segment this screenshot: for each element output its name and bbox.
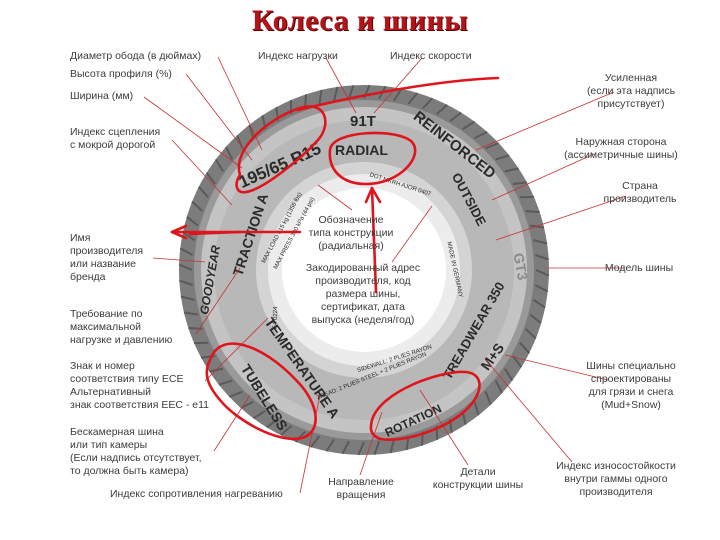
tread-block: [309, 435, 321, 448]
temperature-circle: [205, 342, 317, 441]
tread-block: [535, 254, 550, 261]
tire: [178, 84, 550, 456]
tread-block: [294, 430, 306, 443]
tread-block: [178, 279, 193, 286]
tread-block: [449, 111, 462, 122]
tread-block: [407, 92, 419, 105]
brand-arrow-extra: [188, 230, 242, 236]
label-reinforced: Усиленная (если эта надпись присутствует…: [586, 72, 676, 110]
tread-block: [504, 167, 519, 173]
label-tubeless: Бескамерная шина или тип камеры (Если на…: [70, 426, 202, 477]
tread-block: [191, 200, 204, 212]
tread-block: [529, 313, 542, 325]
brand-arrowhead: [170, 224, 188, 240]
tread-block: [485, 142, 500, 150]
leader-lines: [143, 56, 627, 494]
tread-block: [494, 380, 503, 394]
label-ece-approval: Знак и номер соответствия типу ECE Альте…: [70, 360, 209, 411]
label-rotation: Направление вращения: [328, 476, 394, 501]
label-mud-snow: Шины специально спроектированы для грязи…: [586, 360, 676, 411]
label-max-load: Требование по максимальной нагрузке и да…: [70, 308, 173, 346]
tread-block: [179, 247, 194, 256]
tread-block: [474, 131, 488, 140]
label-profile-height: Высота профиля (%): [70, 68, 172, 80]
label-treadwear: Индекс износостойкости внутри гаммы одно…: [556, 460, 676, 498]
size-circle: [235, 105, 327, 194]
label-load-index: Индекс нагрузки: [258, 50, 338, 62]
tread-block: [524, 328, 537, 340]
tread-block: [534, 284, 549, 293]
tread-block: [512, 355, 523, 368]
tread-block: [240, 400, 254, 409]
approval-text: E4 0224: [273, 306, 280, 329]
tread-block: [198, 186, 209, 198]
tread-block: [532, 299, 546, 309]
label-outside: Наружная сторона (ассиметричные шины): [564, 136, 678, 161]
tread-block: [228, 390, 243, 398]
label-wet-traction: Индекс сцепления с мокрой дорогой: [70, 126, 161, 151]
radial-arrowhead: [364, 186, 382, 204]
radial-text: RADIAL: [335, 142, 388, 158]
tread-block: [333, 86, 339, 101]
label-rim-diameter: Диаметр обода (в дюймах): [70, 50, 202, 62]
tread-block: [422, 97, 434, 110]
tread-block: [348, 84, 355, 99]
label-radial: Обозначение типа конструкции (радиальная…: [308, 214, 394, 252]
tread-block: [389, 439, 395, 454]
label-coded-address: Закодированный адрес производителя, код …: [305, 262, 421, 326]
radial-circle: [328, 131, 417, 186]
tread-block: [525, 210, 540, 213]
tread-block: [341, 440, 350, 455]
radial-arrow: [370, 186, 378, 294]
tread-block: [178, 263, 193, 271]
rotation-circle: [369, 370, 481, 441]
label-country: Страна производитель: [603, 180, 677, 205]
tread-block: [248, 124, 255, 139]
model-text: GT3: [511, 252, 532, 282]
tread-block: [512, 181, 528, 185]
label-construction: Детали конструкции шины: [432, 466, 524, 491]
tread-block: [182, 231, 196, 241]
tread-block: [218, 379, 233, 386]
tread-block: [225, 146, 234, 160]
tread-block: [188, 327, 203, 330]
tread-block: [436, 104, 448, 115]
label-width: Ширина (мм): [70, 90, 134, 102]
tread-block: [462, 120, 476, 130]
label-speed-index: Индекс скорости: [390, 50, 472, 62]
tread-block: [214, 158, 224, 172]
tread-block: [484, 391, 492, 406]
tread-block: [357, 441, 365, 456]
tread-block: [183, 311, 199, 316]
red-markup: [170, 76, 500, 441]
tread-block: [266, 418, 279, 429]
label-tire-model: Модель шины: [604, 262, 674, 274]
label-brand: Имя производителя или название бренда: [70, 232, 144, 283]
tread-block: [318, 89, 323, 105]
tread-block: [473, 401, 480, 416]
tread-block: [205, 172, 216, 185]
tread-block: [495, 154, 510, 161]
load-index-underline: [296, 76, 500, 112]
tread-block: [180, 295, 195, 301]
tread-block: [519, 342, 530, 354]
tread-block: [533, 239, 548, 245]
tread-block: [535, 269, 550, 277]
page-title: Колеса и шины: [251, 4, 469, 37]
tread-block: [186, 215, 199, 227]
tread-block: [280, 425, 292, 436]
tread-block: [325, 438, 335, 452]
tread-block: [373, 441, 380, 456]
label-temperature: Индекс сопротивления нагреванию: [110, 488, 283, 500]
tread-block: [252, 410, 266, 420]
tread-block: [393, 88, 403, 102]
load-speed-text: 91T: [350, 113, 376, 130]
tread-block: [504, 368, 514, 382]
